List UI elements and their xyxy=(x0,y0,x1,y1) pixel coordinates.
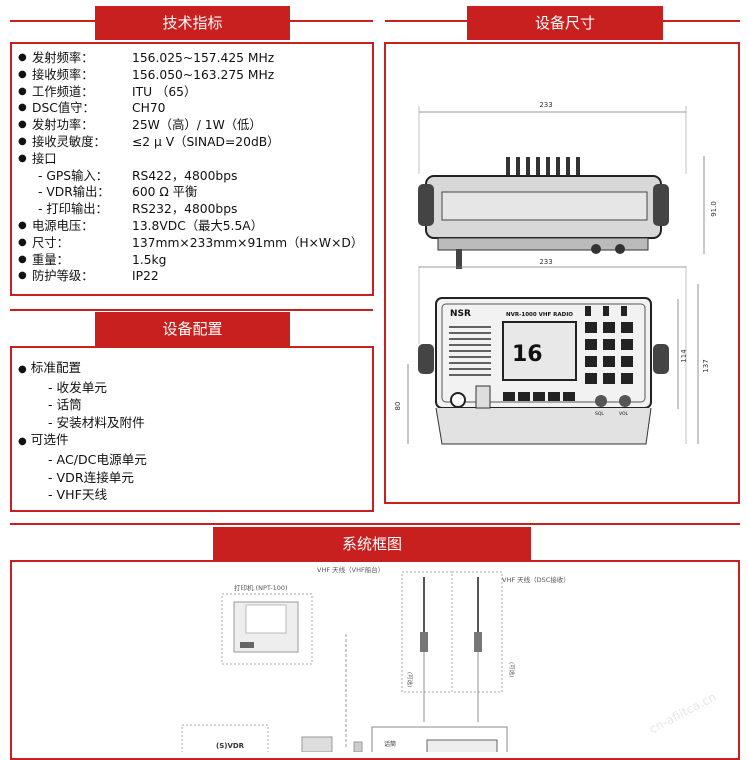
spec-label: 工作频道： xyxy=(32,84,94,99)
printer-label: 打印机 (NPT-100) xyxy=(234,583,288,592)
config-list: ● 标准配置 - 收发单元 - 话筒 - 安装材料及附件 ● 可选件 - AC/… xyxy=(18,359,147,504)
spec-value: 156.025~157.425 MHz xyxy=(132,51,275,65)
model-label: NVR-1000 VHF RADIO xyxy=(506,312,573,318)
spec-label: 发射功率： xyxy=(32,118,94,133)
system-rule xyxy=(10,523,740,525)
spec-value: IP22 xyxy=(132,269,159,284)
spec-row: ● 接收灵敏度： ≤2 μ V（SINAD=20dB） xyxy=(18,134,363,151)
spec-label: 防护等级： xyxy=(32,269,94,284)
specs-panel xyxy=(10,42,374,296)
dimension-drawing: 233 91.0 233 114 137 80 NSR NVR-1000 VHF… xyxy=(394,101,718,445)
config-optional-title: ● 可选件 xyxy=(18,432,69,448)
spec-row: ● 工作频道： ITU （65） xyxy=(18,84,363,101)
spec-row: ● 接收频率： 156.050~163.275 MHz xyxy=(18,67,363,84)
dim-width-top: 233 xyxy=(539,101,552,109)
system-header: 系统框图 xyxy=(213,527,531,561)
handset-label: 话筒 xyxy=(384,740,396,748)
system-diagram: 打印机 (NPT-100) VHF 天线（VHF船台） VHF 天线（DSC接收… xyxy=(181,565,570,752)
brand-label: NSR xyxy=(450,309,471,319)
spec-label: 接口 xyxy=(32,151,57,166)
bullet-icon: ● xyxy=(18,253,27,265)
spec-label: 发射频率： xyxy=(32,51,94,65)
bullet-icon: ● xyxy=(18,270,27,282)
spec-value: RS232，4800bps xyxy=(132,202,238,217)
optional-right-label: (可选) xyxy=(508,662,516,677)
config-standard-item: - 安装材料及附件 xyxy=(48,414,145,430)
spec-value: CH70 xyxy=(132,101,166,116)
spec-row: ● 尺寸： 137mm×233mm×91mm（H×W×D） xyxy=(18,235,363,252)
spec-row: ● DSC值守： CH70 xyxy=(18,100,363,117)
spec-row: ● 重量： 1.5kg xyxy=(18,252,363,269)
bullet-icon: ● xyxy=(18,85,27,97)
antenna-vhf-label: VHF 天线（VHF船台） xyxy=(317,565,384,574)
optional-left-label: (可选) xyxy=(406,672,414,687)
bullet-icon: ● xyxy=(18,119,27,131)
spec-value: 600 Ω 平衡 xyxy=(132,185,198,200)
config-optional-item: - VDR连接单元 xyxy=(48,469,134,485)
knob-sql-label: SQL xyxy=(595,411,604,417)
bullet-icon: ● xyxy=(18,102,27,114)
config-rule xyxy=(10,309,373,311)
config-standard-title: ● 标准配置 xyxy=(18,360,82,375)
spec-value: RS422，4800bps xyxy=(132,168,238,183)
spec-label: - 打印输出： xyxy=(38,202,108,217)
spec-row: ● 发射频率： 156.025~157.425 MHz xyxy=(18,50,363,67)
spec-row: - GPS输入： RS422，4800bps xyxy=(18,168,363,185)
config-standard-item: - 话筒 xyxy=(48,397,82,413)
spec-value: ≤2 μ V（SINAD=20dB） xyxy=(132,134,280,149)
spec-label: - GPS输入： xyxy=(38,168,108,183)
spec-row: ● 发射功率： 25W（高）/ 1W（低） xyxy=(18,117,363,134)
dimensions-header: 设备尺寸 xyxy=(467,6,663,40)
config-optional-item: - AC/DC电源单元 xyxy=(48,451,147,467)
spec-label: DSC值守： xyxy=(32,101,95,116)
config-standard-item: - 收发单元 xyxy=(48,379,107,395)
channel-display: 16 xyxy=(512,342,543,367)
bullet-icon: ● xyxy=(18,152,27,164)
spec-value: 156.050~163.275 MHz xyxy=(132,67,275,82)
config-optional-item: - VHF天线 xyxy=(48,487,108,503)
spec-label: 接收频率： xyxy=(32,67,94,82)
spec-label: 接收灵敏度： xyxy=(32,134,106,149)
spec-row: - 打印输出： RS232，4800bps xyxy=(18,201,363,218)
vdr-label: (S)VDR xyxy=(216,742,245,750)
spec-value: ITU （65） xyxy=(132,84,197,99)
spec-label: 重量： xyxy=(32,252,69,267)
config-header: 设备配置 xyxy=(95,312,290,346)
knob-vol-label: VOL xyxy=(619,411,629,417)
antenna-dsc-label: VHF 天线（DSC接收） xyxy=(502,575,570,584)
spec-row: ● 接口 xyxy=(18,151,363,168)
dim-114: 114 xyxy=(680,349,688,363)
spec-value: 13.8VDC（最大5.5A） xyxy=(132,218,264,233)
spec-label: - VDR输出： xyxy=(38,185,110,200)
dim-137: 137 xyxy=(702,359,710,372)
spec-label: 电源电压： xyxy=(32,218,94,233)
bullet-icon: ● xyxy=(18,135,27,147)
spec-row: ● 电源电压： 13.8VDC（最大5.5A） xyxy=(18,218,363,235)
dim-width-front: 233 xyxy=(539,258,552,266)
dim-80: 80 xyxy=(394,402,402,411)
bullet-icon: ● xyxy=(18,68,27,80)
specs-header: 技术指标 xyxy=(95,6,290,40)
spec-label: 尺寸： xyxy=(32,235,69,250)
config-panel xyxy=(10,346,374,512)
spec-list: ● 发射频率： 156.025~157.425 MHz ● 接收频率： 156.050~1… xyxy=(18,50,363,285)
spec-row: - VDR输出： 600 Ω 平衡 xyxy=(18,184,363,201)
spec-value: 25W（高）/ 1W（低） xyxy=(132,118,262,133)
dim-depth: 91.0 xyxy=(710,201,718,217)
spec-value: 1.5kg xyxy=(132,252,167,267)
bullet-icon: ● xyxy=(18,52,27,63)
bullet-icon: ● xyxy=(18,219,27,231)
spec-row: ● 防护等级： IP22 xyxy=(18,268,363,285)
spec-value: 137mm×233mm×91mm（H×W×D） xyxy=(132,235,364,250)
bullet-icon: ● xyxy=(18,236,27,248)
